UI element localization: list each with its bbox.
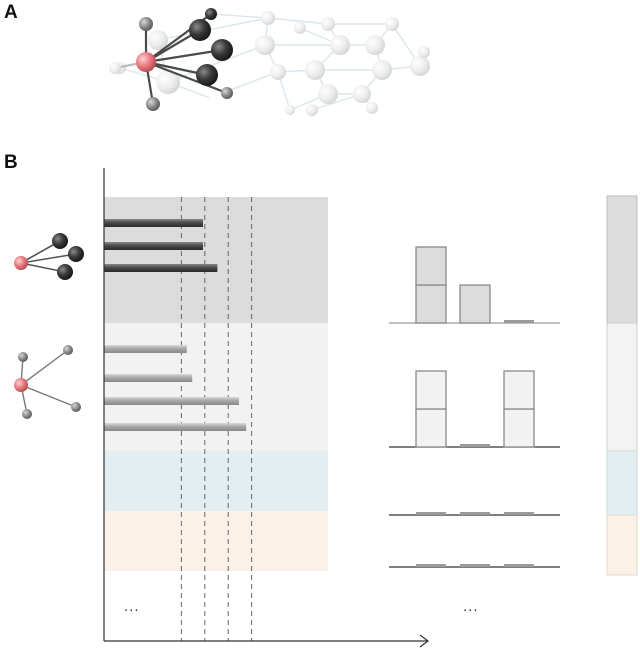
panel-b [14,168,638,648]
hist-4-bin-2 [460,564,490,567]
fragment-dark [14,233,84,280]
hist-2-bin-3-block-1 [503,408,535,448]
group-color-column [606,195,638,576]
panel-label-a: A [4,2,18,23]
hist-1-bin-2-block-1 [459,284,491,324]
hist-2-bin-3-block-2 [503,370,535,410]
hist-4-bin-1 [416,564,446,567]
hist-1-bin-1-block-2 [415,246,447,286]
band-group-1 [104,197,328,323]
bar-group-1-1 [104,219,203,227]
hist-2-bin-1-block-2 [415,370,447,410]
center-atom [136,52,156,72]
band-group-2 [104,323,328,451]
hist-4-bin-3 [504,564,534,567]
molecule-graph [109,8,430,116]
fragment-grey [14,345,81,419]
hist-1-bin-1-block-1 [415,284,447,324]
x-axis-arrow-icon [419,634,429,648]
bar-group-2-2 [104,374,193,382]
bar-group-1-2 [104,242,203,250]
hist-3-bin-3 [504,512,534,515]
axes [103,168,429,648]
bar-group-1-3 [104,264,218,272]
hist-1-bin-3 [504,320,534,323]
hist-3-bin-2 [460,512,490,515]
hist-2-bin-2 [460,444,490,447]
bars [104,219,247,431]
highlighted-atoms [109,8,233,111]
bar-group-2-1 [104,345,187,353]
band-group-4 [104,511,328,571]
histograms [389,246,560,568]
ellipsis-left: ... [124,598,140,615]
band-group-3 [104,451,328,511]
hist-3-bin-1 [416,512,446,515]
faded-atoms [114,11,430,116]
hist-2-bin-1-block-1 [415,408,447,448]
panel-label-b: B [4,152,18,173]
bar-group-2-3 [104,397,239,405]
bar-group-2-4 [104,423,247,431]
ellipsis-right: ... [463,598,479,615]
